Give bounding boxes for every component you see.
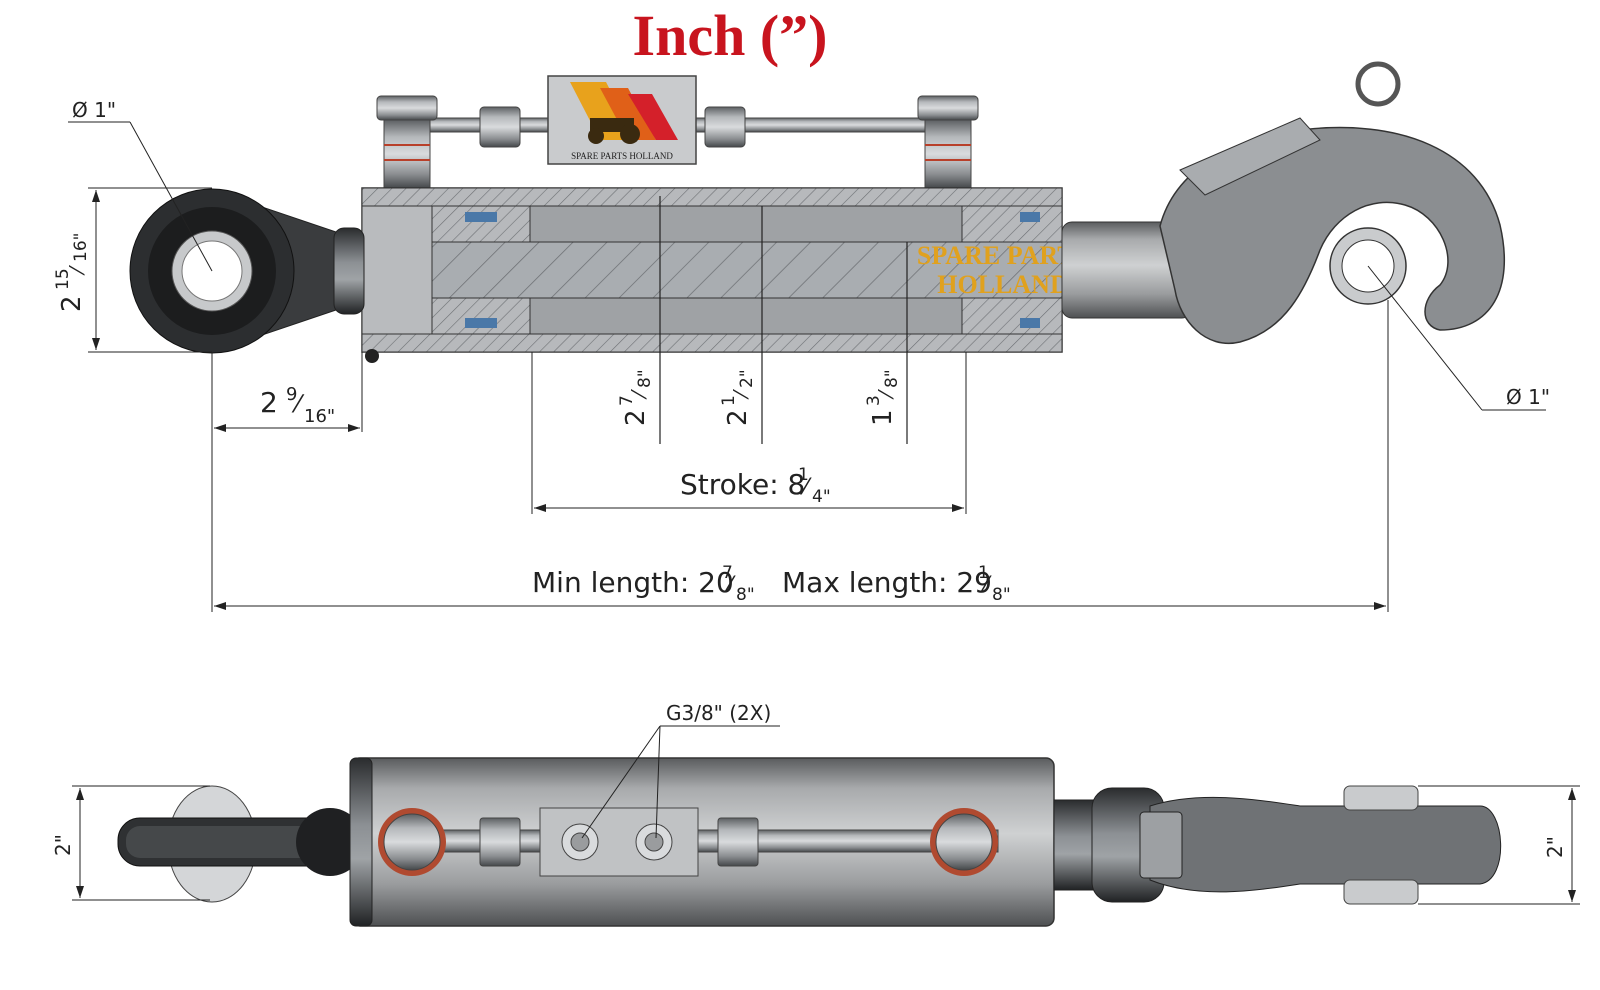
stroke-num: 1 (798, 465, 809, 485)
dim-port-callout: G3/8" (2X) (581, 701, 780, 839)
side-rod (1053, 799, 1095, 891)
stroke-label: Stroke: 8 (680, 468, 805, 501)
dim-right-pin-diameter: Ø 1" (1367, 265, 1550, 411)
svg-text:⁄: ⁄ (874, 389, 898, 400)
max-length-den: 8" (992, 585, 1011, 605)
side-hook (1091, 785, 1502, 905)
stroke-den: 4" (812, 487, 831, 507)
quick-hook (1159, 61, 1505, 345)
dim-side-left-height: 2" (51, 785, 210, 901)
eye-offset-whole: 2 (260, 386, 278, 419)
valve-bar (376, 95, 979, 189)
bore-1-whole: 2 (621, 409, 651, 426)
side-left-eye (117, 785, 364, 903)
max-length-num: 1 (978, 563, 989, 583)
side-valve (378, 807, 999, 877)
eye-offset-num: 9 (286, 384, 297, 405)
bore-1-num: 7 (617, 395, 637, 406)
svg-text:⁄: ⁄ (627, 389, 651, 400)
port-label: G3/8" (2X) (666, 701, 771, 725)
dim-bore-1: 2 7 ⁄ 8" (617, 369, 655, 426)
watermark-line2: HOLLAND (937, 270, 1068, 299)
side-barrel-cap (349, 757, 373, 927)
cylinder-barrel-section: SPARE PARTS HOLLAND (361, 187, 1089, 363)
side-right-height: 2" (1543, 836, 1567, 858)
min-length-den: 8" (736, 585, 755, 605)
bore-2-whole: 2 (723, 409, 753, 426)
dim-left-pin-diameter: Ø 1" (68, 98, 213, 272)
eye-height-whole: 2 (57, 295, 87, 312)
eye-height-num: 15 (53, 268, 73, 290)
bore-1-den: 8" (635, 369, 655, 388)
dim-bore-2: 2 1 ⁄ 2" (719, 369, 757, 426)
bore-2-den: 2" (737, 369, 757, 388)
svg-text:⁄: ⁄ (65, 265, 89, 276)
side-left-height: 2" (51, 834, 75, 856)
dim-stroke: Stroke: 8 1 ⁄ 4" (531, 352, 967, 514)
watermark-line1: SPARE PARTS (917, 241, 1089, 270)
right-pin-diameter: Ø 1" (1506, 385, 1550, 409)
bore-2-num: 1 (719, 395, 739, 406)
brand-logo-plate: SPARE PARTS HOLLAND (547, 75, 697, 165)
eye-offset-den: 16" (304, 406, 335, 427)
rod-num: 3 (864, 395, 884, 406)
page-title: Inch (”) (632, 3, 828, 68)
dim-eye-offset: 2 9 ⁄ 16" (211, 352, 363, 612)
dim-overall-length: Min length: 20 7 ⁄ 8" Max length: 29 1 ⁄… (214, 300, 1389, 612)
dim-rod: 1 3 ⁄ 8" (864, 369, 902, 426)
left-ball-eye (129, 188, 365, 354)
rod-den: 8" (882, 369, 902, 388)
eye-height-den: 16" (71, 233, 91, 262)
plate-brand-text: SPARE PARTS HOLLAND (571, 151, 673, 161)
dim-eye-height: 2 15 ⁄ 16" (53, 187, 212, 353)
min-length-label: Min length: 20 (532, 566, 734, 599)
top-view: SPARE PARTS HOLLAND SPARE PARTS HOLLAND (53, 61, 1550, 612)
max-length-label: Max length: 29 (782, 566, 992, 599)
rod-whole: 1 (868, 409, 898, 426)
min-length-num: 7 (722, 563, 733, 583)
svg-text:⁄: ⁄ (729, 389, 753, 400)
left-pin-diameter: Ø 1" (72, 98, 116, 122)
side-view: G3/8" (2X) 2" 2" (51, 701, 1580, 927)
dim-side-right-height: 2" (1418, 785, 1580, 905)
